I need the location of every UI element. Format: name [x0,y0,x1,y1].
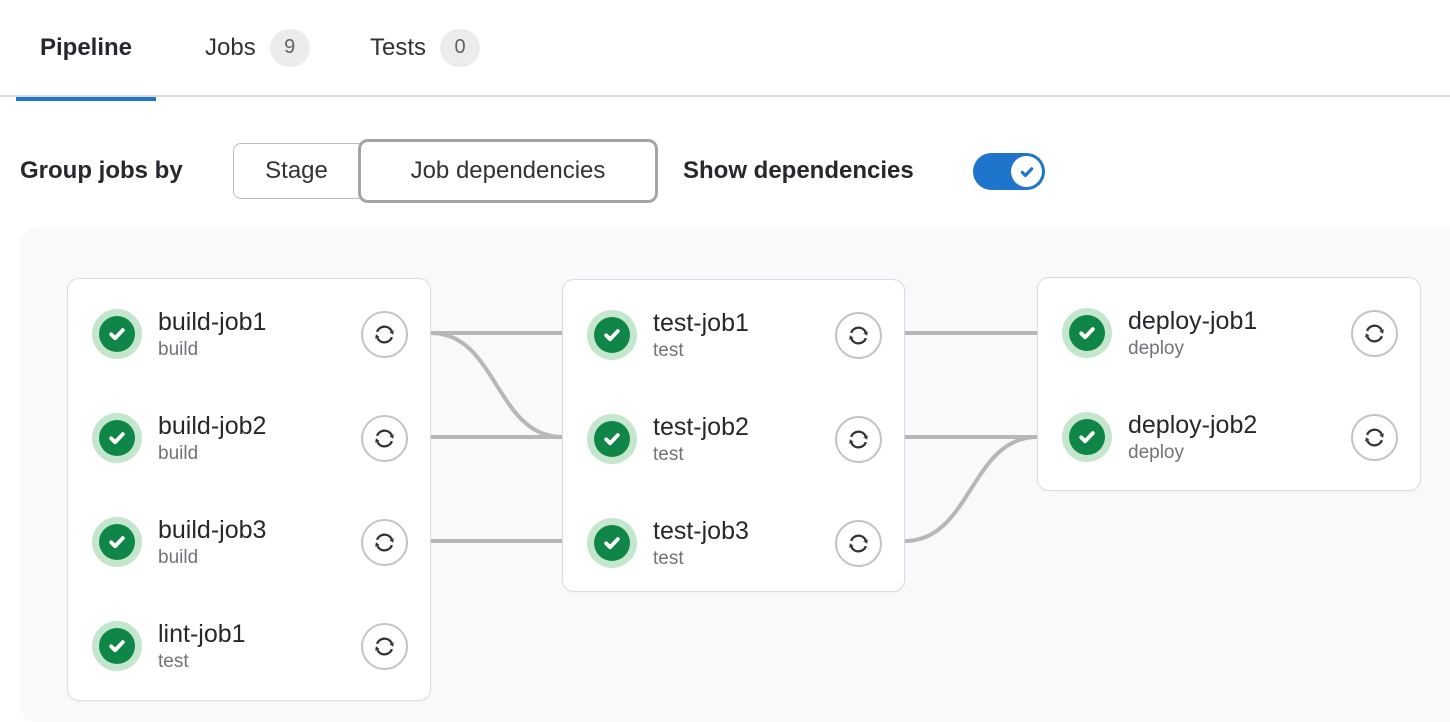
job-dependencies-button[interactable]: Job dependencies [358,139,658,203]
status-success-icon [1062,308,1112,358]
retry-job-button[interactable] [835,415,882,463]
tab-pipeline[interactable]: Pipeline [16,0,156,101]
pipeline-tab-bar: Pipeline Jobs 9 Tests 0 [0,0,1450,101]
job-stage-label: deploy [1128,337,1184,359]
retry-job-button[interactable] [361,414,408,462]
tab-jobs[interactable]: Jobs 9 [189,0,326,95]
retry-icon [371,529,398,556]
job-stage-label: test [653,443,684,465]
tab-jobs-label: Jobs [205,33,256,61]
retry-icon [1361,320,1388,347]
stage-button[interactable]: Stage [233,143,360,199]
job-name-link[interactable]: test-job2 [653,412,749,441]
job-stage-label: build [158,338,199,360]
status-success-icon [92,517,142,567]
graph-controls: Group jobs by Stage Job dependencies Sho… [20,139,1450,203]
retry-icon [845,530,872,557]
job-stage-label: test [653,339,684,361]
job-name-link[interactable]: test-job3 [653,516,749,545]
status-success-icon [587,518,637,568]
job-stage-label: test [158,650,189,672]
job-name-link[interactable]: deploy-job2 [1128,410,1258,439]
job-stage-label: deploy [1128,441,1184,463]
jobs-count-badge: 9 [269,28,310,67]
status-success-icon [587,310,637,360]
status-success-icon [92,309,142,359]
job-name-link[interactable]: build-job1 [158,307,267,336]
retry-job-button[interactable] [835,519,882,567]
status-success-icon [1062,412,1112,462]
retry-job-button[interactable] [361,518,408,566]
job-stage-label: build [158,442,199,464]
job-name-link[interactable]: build-job3 [158,515,267,544]
toggle-knob [1011,156,1042,187]
status-success-icon [92,621,142,671]
retry-icon [371,633,398,660]
job-name-link[interactable]: deploy-job1 [1128,306,1258,335]
tab-tests[interactable]: Tests 0 [354,0,496,95]
job-stage-label: test [653,547,684,569]
retry-icon [371,321,398,348]
tab-pipeline-label: Pipeline [39,33,133,61]
show-dependencies-toggle[interactable] [973,153,1045,190]
job-stage-label: build [158,546,199,568]
retry-job-button[interactable] [1351,413,1398,461]
status-success-icon [587,414,637,464]
retry-job-button[interactable] [361,310,408,358]
status-success-icon [92,413,142,463]
tests-count-badge: 0 [440,28,481,67]
retry-icon [371,425,398,452]
dependency-lines [430,331,1038,543]
show-dependencies-label: Show dependencies [683,157,914,184]
job-name-link[interactable]: build-job2 [158,411,267,440]
tab-tests-label: Tests [370,33,427,61]
group-jobs-by-segmented-control: Stage Job dependencies [233,139,658,203]
check-icon [1018,163,1036,181]
retry-job-button[interactable] [361,622,408,670]
retry-icon [1361,424,1388,451]
job-name-link[interactable]: test-job1 [653,308,749,337]
retry-job-button[interactable] [1351,309,1398,357]
retry-icon [845,426,872,453]
retry-icon [845,322,872,349]
job-name-link[interactable]: lint-job1 [158,619,246,648]
retry-job-button[interactable] [835,311,882,359]
group-jobs-by-label: Group jobs by [20,157,183,184]
